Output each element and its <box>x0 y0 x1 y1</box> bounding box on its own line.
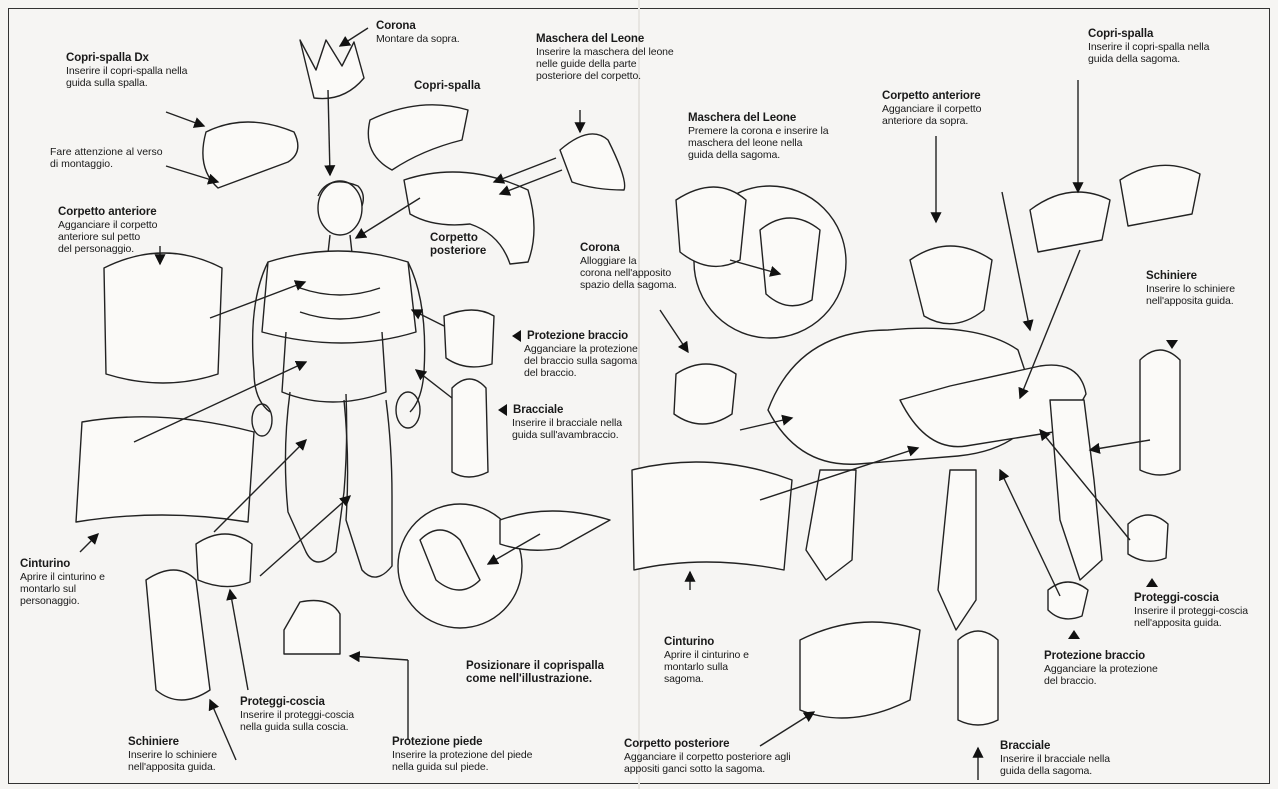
label-text: Premere la corona e inserire la maschera… <box>688 125 828 161</box>
label-text: Agganciare il corpetto posteriore agli a… <box>624 751 791 775</box>
label-text: Inserire il copri-spalla nella guida sul… <box>66 65 187 89</box>
label-cinturino-left: Cinturino Aprire il cinturino e montarlo… <box>20 558 105 607</box>
label-corpetto-anteriore-left: Corpetto anteriore Agganciare il corpett… <box>58 206 157 255</box>
label-title: Bracciale <box>498 404 622 417</box>
label-text: Inserire lo schiniere nell'apposita guid… <box>1146 283 1235 307</box>
label-title: Schiniere <box>1146 270 1235 283</box>
pointer-icon <box>498 404 507 416</box>
label-text: Inserire il proteggi-coscia nella guida … <box>240 709 354 733</box>
label-schiniere-left: Schiniere Inserire lo schiniere nell'app… <box>128 736 217 773</box>
label-copri-spalla-left: Copri-spalla <box>414 80 480 93</box>
label-protezione-braccio-right: Protezione braccio Agganciare la protezi… <box>1044 650 1158 687</box>
label-title: Schiniere <box>128 736 217 749</box>
label-text: Aprire il cinturino e montarlo sulla sag… <box>664 649 749 685</box>
label-corona-left: Corona Montare da sopra. <box>376 20 460 45</box>
label-corpetto-posteriore-left: Corpetto posteriore <box>430 232 486 258</box>
label-title: Cinturino <box>20 558 105 571</box>
label-title: Maschera del Leone <box>536 33 674 46</box>
label-title: Copri-spalla Dx <box>66 52 187 65</box>
label-text: Inserire la maschera del leone nelle gui… <box>536 46 674 82</box>
label-schiniere-right: Schiniere Inserire lo schiniere nell'app… <box>1146 270 1235 307</box>
label-cinturino-right: Cinturino Aprire il cinturino e montarlo… <box>664 636 749 685</box>
label-protezione-braccio-left: Protezione braccio Agganciare la protezi… <box>512 330 638 379</box>
label-text: Inserire il copri-spalla nella guida del… <box>1088 41 1209 65</box>
label-proteggi-coscia-right: Proteggi-coscia Inserire il proteggi-cos… <box>1134 592 1248 629</box>
label-title: Protezione piede <box>392 736 532 749</box>
label-corpetto-anteriore-right: Corpetto anteriore Agganciare il corpett… <box>882 90 981 127</box>
human-figure-icon <box>252 181 425 577</box>
label-text: Alloggiare la corona nell'apposito spazi… <box>580 255 677 291</box>
label-title: Proteggi-coscia <box>1134 592 1248 605</box>
label-text: Agganciare la protezione del braccio sul… <box>512 343 638 379</box>
label-title: Bracciale <box>1000 740 1110 753</box>
label-bracciale-left: Bracciale Inserire il bracciale nella gu… <box>498 404 622 441</box>
label-text: Inserire lo schiniere nell'apposita guid… <box>128 749 217 773</box>
pointer-icon <box>1146 578 1158 587</box>
pointer-icon <box>1166 340 1178 349</box>
label-text: Inserire il bracciale nella guida sull'a… <box>498 417 622 441</box>
label-bracciale-right: Bracciale Inserire il bracciale nella gu… <box>1000 740 1110 777</box>
label-title: Protezione braccio <box>1044 650 1158 663</box>
label-text: Inserire la protezione del piede nella g… <box>392 749 532 773</box>
pointer-icon <box>512 330 521 342</box>
label-proteggi-coscia-left: Proteggi-coscia Inserire il proteggi-cos… <box>240 696 354 733</box>
label-copri-spalla-right: Copri-spalla Inserire il copri-spalla ne… <box>1088 28 1209 65</box>
label-maschera-left: Maschera del Leone Inserire la maschera … <box>536 33 674 82</box>
note-attenzione: Fare attenzione al verso di montaggio. <box>50 146 163 170</box>
label-title: Maschera del Leone <box>688 112 828 125</box>
label-text: Montare da sopra. <box>376 33 460 45</box>
pointer-icon <box>1068 630 1080 639</box>
label-title: Copri-spalla <box>1088 28 1209 41</box>
label-title: Corona <box>580 242 677 255</box>
label-text: Inserire il bracciale nella guida della … <box>1000 753 1110 777</box>
label-maschera-right: Maschera del Leone Premere la corona e i… <box>688 112 828 161</box>
label-corona-right: Corona Alloggiare la corona nell'apposit… <box>580 242 677 291</box>
crown-icon <box>300 40 364 99</box>
lion-mask-icon <box>560 134 625 190</box>
label-text: Agganciare il corpetto anteriore sul pet… <box>58 219 157 255</box>
label-text: Agganciare la protezione del braccio. <box>1044 663 1158 687</box>
label-protezione-piede: Protezione piede Inserire la protezione … <box>392 736 532 773</box>
label-corpetto-posteriore-right: Corpetto posteriore Agganciare il corpet… <box>624 738 791 775</box>
label-text: Inserire il proteggi-coscia nell'apposit… <box>1134 605 1248 629</box>
label-title: Corona <box>376 20 460 33</box>
caption-posizionare: Posizionare il coprispalla come nell'ill… <box>466 660 604 686</box>
label-text: Aprire il cinturino e montarlo sul perso… <box>20 571 105 607</box>
label-title: Proteggi-coscia <box>240 696 354 709</box>
label-copri-spalla-dx: Copri-spalla Dx Inserire il copri-spalla… <box>66 52 187 89</box>
label-title: Corpetto posteriore <box>624 738 791 751</box>
label-title: Corpetto anteriore <box>882 90 981 103</box>
label-title: Cinturino <box>664 636 749 649</box>
label-title: Corpetto anteriore <box>58 206 157 219</box>
shoulder-guard-icon <box>203 122 298 188</box>
label-title: Protezione braccio <box>512 330 638 343</box>
label-text: Agganciare il corpetto anteriore da sopr… <box>882 103 981 127</box>
